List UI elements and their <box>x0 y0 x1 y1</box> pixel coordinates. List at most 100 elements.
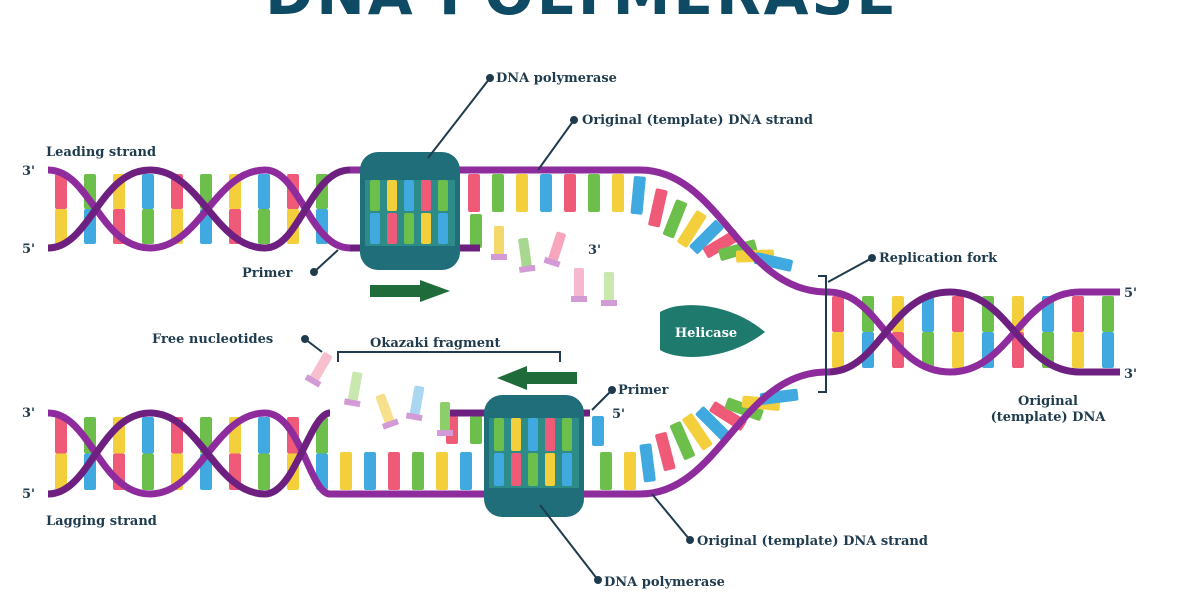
new-base <box>592 416 604 446</box>
template-base <box>340 452 352 490</box>
helicase-enzyme: Helicase <box>660 305 765 357</box>
base-pair-half <box>1102 332 1114 368</box>
base-pair-half <box>55 417 67 454</box>
free-nucleotide-cap <box>601 300 617 306</box>
base-pair-half <box>55 453 67 490</box>
base-pair-half <box>142 453 154 490</box>
template-base <box>639 443 656 483</box>
template-base <box>663 199 687 239</box>
label-free-nucleotides: Free nucleotides <box>152 332 273 347</box>
template-base <box>412 452 424 490</box>
end-bottom-left-upper: 3' <box>22 406 35 421</box>
enzyme-base <box>404 213 414 244</box>
base-pair-half <box>258 209 270 244</box>
end-right-upper: 5' <box>1124 286 1137 301</box>
template-base <box>624 452 636 490</box>
enzyme-base <box>370 213 380 244</box>
leading-new-bases <box>470 214 482 248</box>
template-base <box>588 174 600 212</box>
free-nucleotide-cap <box>304 374 322 388</box>
base-pair-half <box>55 174 67 209</box>
base-pair-half <box>1072 296 1084 332</box>
bottom-helix-strand-b <box>47 409 332 498</box>
free-nucleotide <box>409 385 425 417</box>
template-base <box>689 220 724 254</box>
leader-lines <box>301 74 876 584</box>
label-template-strand-top: Original (template) DNA strand <box>582 113 813 128</box>
enzyme-base <box>387 180 397 211</box>
top-template-bases <box>468 174 793 272</box>
base-pair-half <box>1102 296 1114 332</box>
free-nucleotide <box>518 237 532 269</box>
label-original-dna-line2: (template) DNA <box>991 410 1107 425</box>
enzyme-base <box>545 418 555 451</box>
label-dna-polymerase-top: DNA polymerase <box>496 71 617 86</box>
template-base <box>612 174 624 212</box>
leading-direction-arrow <box>370 280 450 302</box>
free-nucleotide-cap <box>543 256 561 268</box>
label-dna-polymerase-bottom: DNA polymerase <box>604 575 725 590</box>
template-base <box>702 229 741 258</box>
bottom-dna-polymerase-enzyme <box>484 395 584 517</box>
free-nucleotide-cap <box>518 264 536 273</box>
label-template-strand-bottom: Original (template) DNA strand <box>697 534 928 549</box>
free-nucleotide <box>440 402 450 432</box>
page-title: DNA POLYMERASE <box>265 0 899 28</box>
template-base <box>630 175 646 215</box>
base-pair-half <box>832 296 844 332</box>
free-nucleotide-cap <box>381 418 400 430</box>
template-base <box>564 174 576 212</box>
top-template-backbone <box>350 166 830 296</box>
free-nucleotide <box>548 231 566 263</box>
base-pair-half <box>832 332 844 368</box>
end-top-left-lower: 5' <box>22 242 35 257</box>
okazaki-bracket <box>337 351 561 362</box>
label-lagging-strand: Lagging strand <box>46 514 157 529</box>
enzyme-base <box>438 213 448 244</box>
enzyme-base <box>421 213 431 244</box>
end-top-left-upper: 3' <box>22 164 35 179</box>
top-dna-polymerase-enzyme <box>360 152 460 270</box>
enzyme-base <box>511 453 521 486</box>
replication-fork-bracket <box>818 275 827 393</box>
base-pair-half <box>952 332 964 368</box>
end-top-mid: 3' <box>588 243 601 258</box>
base-pair-half <box>922 332 934 368</box>
enzyme-base <box>438 180 448 211</box>
enzyme-base <box>404 180 414 211</box>
template-base <box>677 210 707 248</box>
template-base <box>516 174 528 212</box>
helicase-label: Helicase <box>675 326 737 341</box>
free-nucleotides-top <box>491 226 617 306</box>
label-leading-strand: Leading strand <box>46 145 156 160</box>
base-pair-half <box>258 417 270 454</box>
label-primer-top: Primer <box>242 266 293 281</box>
base-pair-half <box>142 209 154 244</box>
base-pair-half <box>55 209 67 244</box>
enzyme-base <box>494 418 504 451</box>
template-base <box>724 397 764 421</box>
free-nucleotide <box>347 371 363 403</box>
template-base <box>468 174 480 212</box>
enzyme-base <box>511 418 521 451</box>
bottom-template-backbone <box>330 368 830 498</box>
free-nucleotide-cap <box>491 254 507 260</box>
right-helix-strand-a <box>827 288 1120 376</box>
top-helix-strand-b <box>47 166 351 252</box>
free-nucleotide <box>604 272 614 302</box>
label-original-dna-line1: Original <box>1018 394 1078 409</box>
base-pair-half <box>258 174 270 209</box>
template-base <box>388 452 400 490</box>
enzyme-base <box>562 453 572 486</box>
right-helix-strand-b <box>827 288 1120 376</box>
template-base <box>648 188 668 228</box>
free-nucleotide-cap <box>343 398 361 408</box>
free-nucleotide-cap <box>437 430 453 436</box>
template-base <box>655 432 676 471</box>
free-nucleotide <box>494 226 504 256</box>
label-okazaki-fragment: Okazaki fragment <box>370 336 500 351</box>
base-pair-half <box>142 174 154 209</box>
template-base <box>436 452 448 490</box>
